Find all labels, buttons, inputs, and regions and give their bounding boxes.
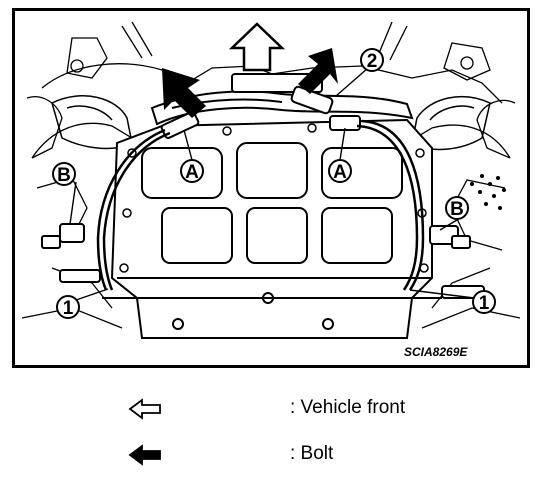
callout-1-left bbox=[56, 295, 80, 319]
front-exhaust-pipe bbox=[150, 73, 414, 126]
outline-arrow-left-icon bbox=[128, 398, 161, 420]
callout-1-right bbox=[472, 290, 496, 314]
label-b-left: B bbox=[57, 165, 71, 186]
callout-b-right bbox=[445, 196, 469, 220]
vehicle-front-arrow-icon bbox=[228, 22, 286, 72]
figure-code: SCIA8269E bbox=[404, 345, 468, 359]
callout-b-left bbox=[52, 162, 76, 186]
legend-vehicle-front-text: : Vehicle front bbox=[290, 397, 406, 418]
legend-row-bolt: : Bolt bbox=[0, 438, 544, 472]
label-1-left: 1 bbox=[63, 298, 74, 319]
callout-2 bbox=[360, 48, 384, 72]
label-a-right: A bbox=[333, 162, 347, 183]
legend-bolt-text: : Bolt bbox=[290, 443, 334, 464]
callout-a-left bbox=[180, 159, 204, 183]
label-b-right: B bbox=[450, 199, 464, 220]
engine-underside-diagram: A A B B 1 1 2 SCIA8269E bbox=[12, 8, 530, 368]
callout-labels: A A B B 1 1 2 bbox=[57, 51, 490, 319]
legend-row-vehicle-front: : Vehicle front bbox=[0, 392, 544, 426]
leader-lines bbox=[69, 67, 475, 301]
callout-a-right bbox=[328, 159, 352, 183]
sensor-harnesses bbox=[96, 119, 425, 291]
callout-circles bbox=[52, 48, 496, 319]
label-2: 2 bbox=[367, 51, 378, 72]
bolt-arrow-icon bbox=[162, 48, 338, 118]
label-a-left: A bbox=[185, 162, 199, 183]
manifold-dots bbox=[470, 174, 506, 210]
label-1-right: 1 bbox=[479, 293, 490, 314]
solid-arrow-left-icon bbox=[128, 444, 161, 466]
